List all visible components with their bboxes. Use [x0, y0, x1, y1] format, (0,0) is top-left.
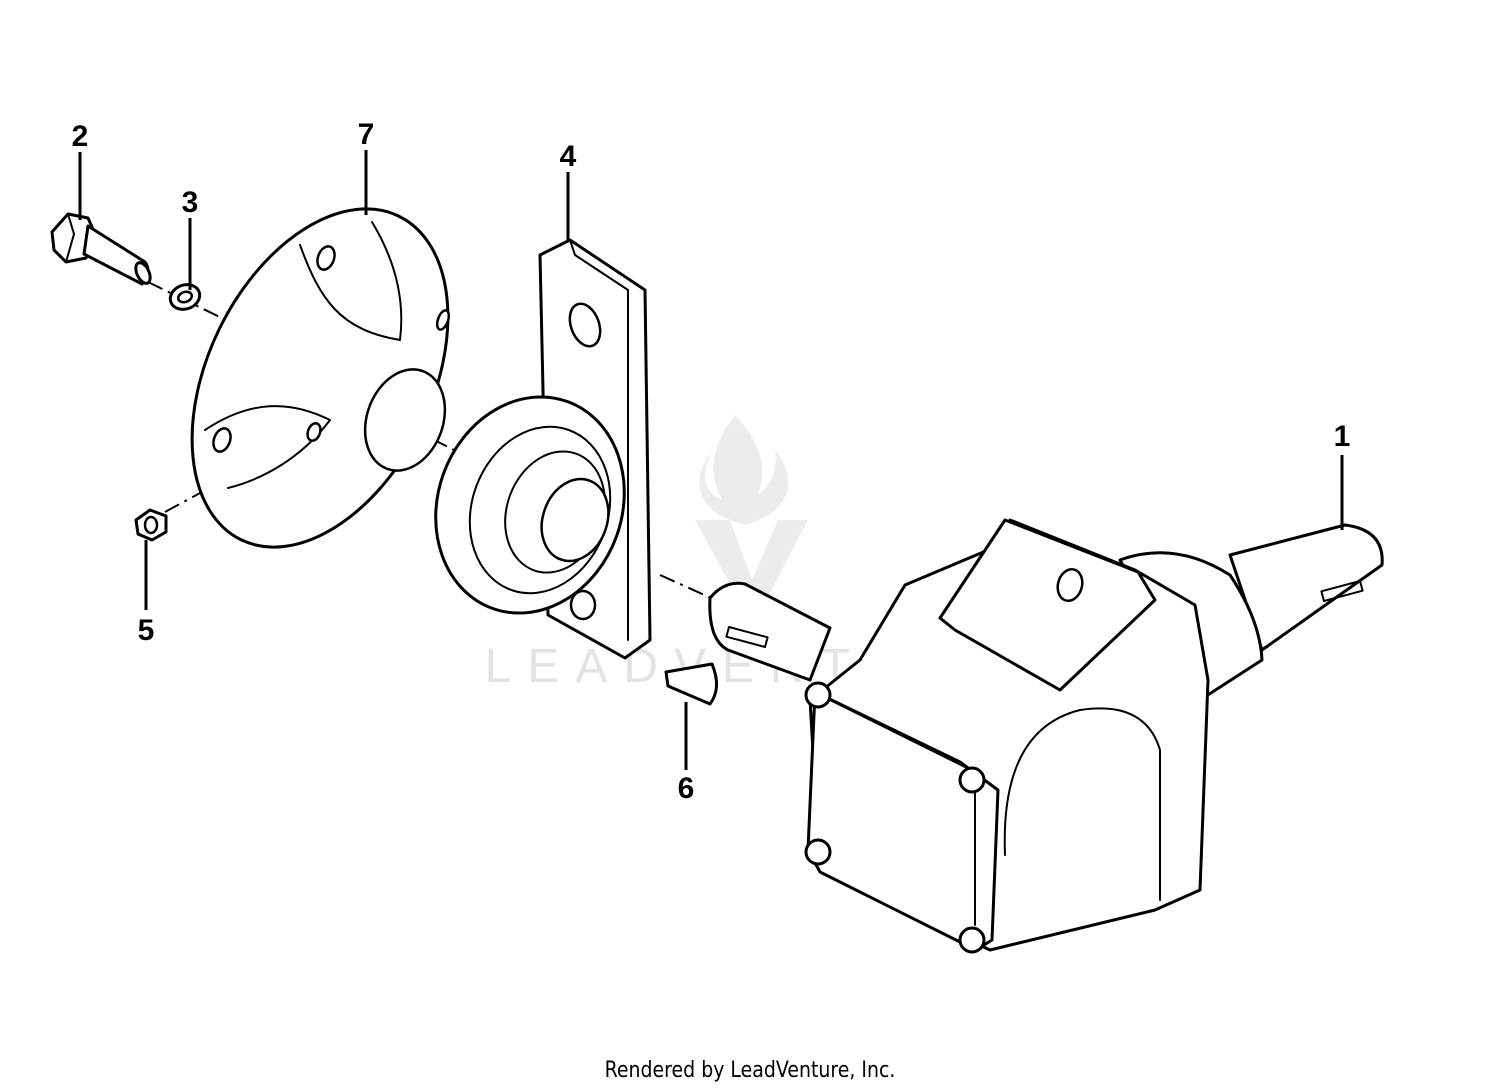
bolt-head-facet	[65, 233, 75, 263]
callout-3: 3	[182, 186, 199, 219]
callout-2: 2	[72, 120, 89, 153]
washer-hole	[176, 290, 194, 304]
woodruff-key[interactable]	[664, 662, 718, 706]
disc-bolt-hole	[212, 427, 232, 453]
bolt-head-facet	[67, 213, 75, 235]
nut-hole	[143, 515, 159, 535]
disc-rib-left	[204, 405, 331, 489]
disc-center-hole	[363, 368, 447, 472]
output-shaft	[1228, 523, 1384, 652]
lock-nut[interactable]	[134, 508, 168, 542]
callout-1: 1	[1334, 420, 1351, 453]
gearbox-rear-cover	[1003, 707, 1161, 901]
bearing-plate-edge	[569, 239, 629, 641]
callout-labels: 1 2 3 4 5 6 7	[72, 118, 1351, 805]
cover-disc[interactable]	[140, 167, 499, 589]
bearing-bore	[540, 477, 610, 563]
disc-bolt-hole	[306, 422, 322, 442]
footer-credit: Rendered by LeadVenture, Inc.	[604, 1058, 896, 1083]
key-body	[664, 662, 718, 706]
disc-rib-top	[299, 221, 403, 341]
cover-bolt	[804, 838, 832, 866]
callout-4: 4	[560, 140, 577, 173]
bearing-mount-hole	[569, 589, 597, 621]
cover-bolt	[958, 766, 986, 794]
bolt-end	[134, 261, 152, 285]
cover-bolts	[804, 681, 986, 954]
gearbox[interactable]	[708, 518, 1384, 954]
callout-7: 7	[358, 118, 375, 151]
callout-6: 6	[678, 772, 695, 805]
output-keyway	[1320, 579, 1364, 603]
gearbox-top-hole	[1056, 567, 1084, 603]
watermark-v-icon	[695, 520, 808, 612]
leader-lines	[78, 150, 1344, 770]
disc-bolt-hole	[435, 309, 451, 331]
watermark-flame-icon	[699, 415, 789, 525]
callout-5: 5	[138, 614, 155, 647]
input-shaft	[708, 581, 832, 682]
washer[interactable]	[167, 281, 203, 314]
cover-bolt	[804, 681, 832, 709]
disc-bolt-hole	[316, 245, 336, 271]
bearing-mount-hole	[568, 302, 602, 348]
cover-bolt	[958, 926, 986, 954]
gearbox-top-rib	[938, 518, 1157, 692]
flange-bearing[interactable]	[406, 238, 654, 660]
input-keyway	[725, 625, 769, 649]
hex-bolt[interactable]	[50, 212, 153, 286]
